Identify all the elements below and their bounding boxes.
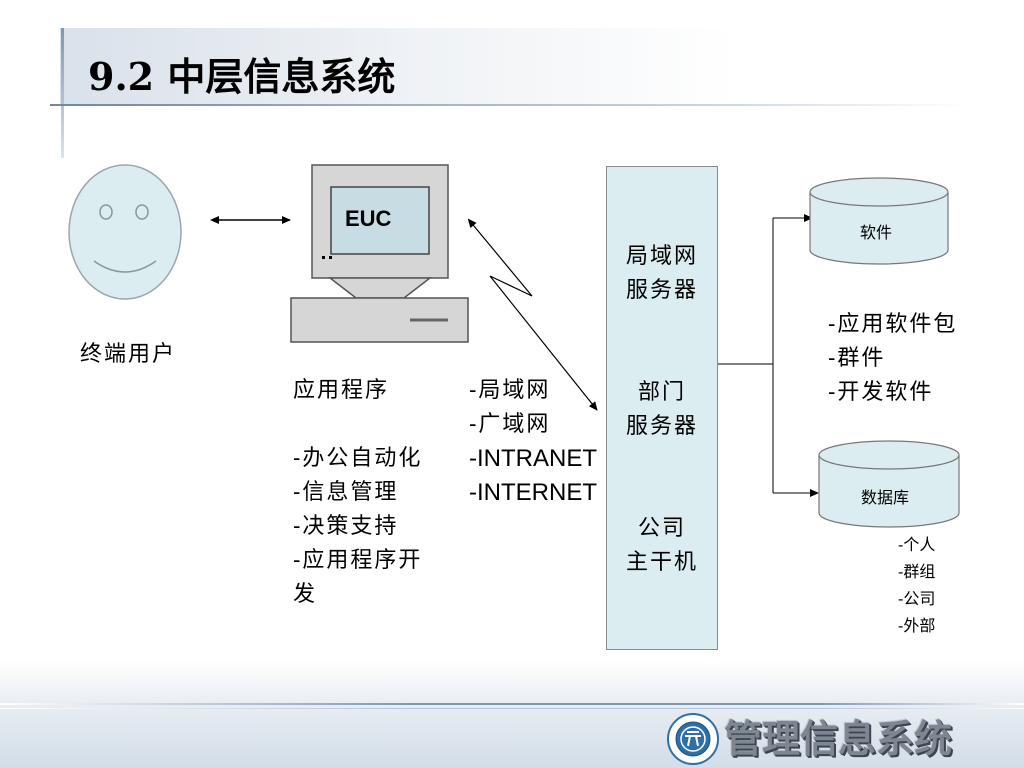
application-item: -决策支持	[293, 514, 399, 539]
application-item: -应用程序开	[293, 548, 423, 573]
server-label: 公司	[637, 516, 686, 541]
network-link-arrow	[467, 218, 598, 411]
page-title: 9.2 中层信息系统	[88, 54, 396, 99]
title-left-accent	[61, 28, 64, 158]
smiley-face-icon	[68, 164, 182, 300]
footer-rule	[0, 703, 1024, 705]
euc-label: EUC	[345, 206, 392, 231]
server-label: 主干机	[625, 550, 698, 575]
database-cylinder-icon	[818, 440, 960, 528]
application-item: 发	[293, 582, 318, 607]
database-item: -公司	[898, 589, 936, 608]
database-label: 数据库	[861, 488, 910, 507]
software-item: -群件	[828, 346, 886, 371]
software-label: 软件	[860, 223, 893, 242]
end-user-label: 终端用户	[80, 342, 177, 367]
server-label: 服务器	[625, 278, 698, 303]
network-item: -局域网	[469, 378, 551, 403]
application-item: -办公自动化	[293, 446, 423, 471]
database-item: -群组	[898, 562, 936, 581]
footer-rule-thin	[0, 708, 1024, 709]
server-storage-connector	[718, 214, 819, 497]
application-item: -信息管理	[293, 480, 399, 505]
software-cylinder-icon	[809, 177, 949, 265]
database-item: -个人	[898, 535, 936, 554]
software-item: -开发软件	[828, 380, 934, 405]
software-item: -应用软件包	[828, 312, 958, 337]
university-seal-icon	[667, 713, 719, 765]
applications-heading: 应用程序	[293, 378, 390, 403]
server-column	[606, 166, 718, 650]
server-label: 服务器	[625, 414, 698, 439]
database-item: -外部	[898, 616, 936, 635]
title-band	[60, 28, 1024, 106]
network-item: -INTRANET	[469, 445, 597, 472]
footer-logo-text: 管理信息系统	[724, 716, 953, 761]
network-item: -广域网	[469, 412, 551, 437]
network-item: -INTERNET	[469, 479, 597, 506]
title-underline	[50, 104, 970, 106]
server-label: 部门	[637, 380, 686, 405]
server-label: 局域网	[625, 244, 698, 269]
computer-icon	[290, 164, 469, 343]
footer-band	[0, 660, 1024, 768]
